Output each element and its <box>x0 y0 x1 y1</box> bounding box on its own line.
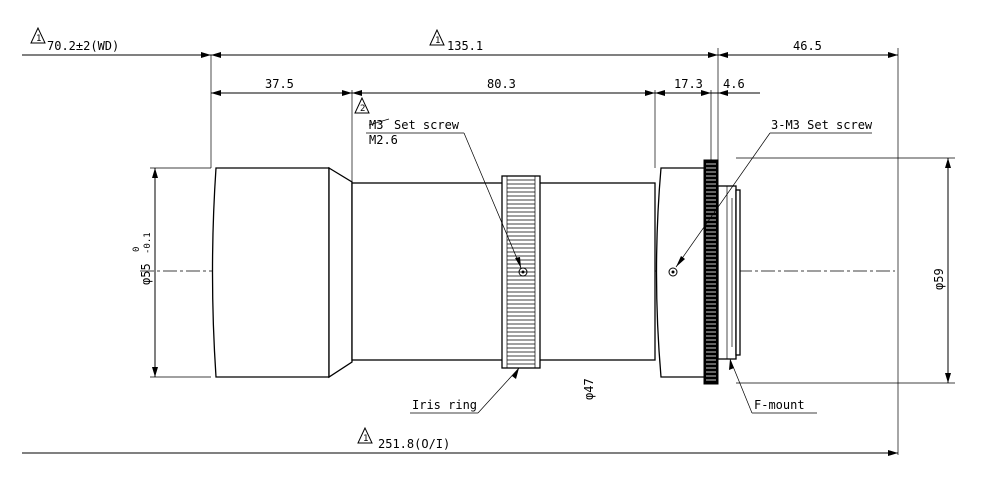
f-mount-flange <box>703 159 741 385</box>
dim-front-tolerance-lower: -0.1 <box>143 232 153 254</box>
dim-mount-diameter: φ59 <box>932 268 946 290</box>
iris-ring-label: Iris ring <box>412 398 477 412</box>
strike-line <box>368 118 390 126</box>
dim-front-tolerance-upper: 0 <box>132 247 142 252</box>
dim-mount-extension: 46.5 <box>793 39 822 53</box>
set-screw-marks <box>518 267 678 277</box>
dim-flange-length: 4.6 <box>723 77 745 91</box>
leader-lines <box>366 132 872 414</box>
set-screw-new-size: M2.6 <box>369 133 398 147</box>
dim-overall-body: 135.1 <box>447 39 483 53</box>
revision-triangle-1c: 1 <box>357 426 373 444</box>
iris-ring-graphic <box>501 175 541 369</box>
revision-triangle-1a: 1 <box>30 26 46 44</box>
dim-total-length: 251.8(O/I) <box>378 437 450 451</box>
f-mount-label: F-mount <box>754 398 805 412</box>
dim-mid-diameter: φ47 <box>582 378 596 400</box>
revision-number: 2 <box>360 104 365 114</box>
dim-rear-length: 17.3 <box>674 77 703 91</box>
lens-body <box>211 166 709 379</box>
set-screw-label: Set screw <box>394 118 460 132</box>
revision-number: 1 <box>36 34 41 44</box>
dim-front-length: 37.5 <box>265 77 294 91</box>
revision-number: 1 <box>363 434 368 444</box>
set-screw-3-label: 3-M3 Set screw <box>771 118 873 132</box>
dim-working-distance: 70.2±2(WD) <box>47 39 119 53</box>
revision-triangle-1b: 1 <box>429 28 445 46</box>
dim-mid-length: 80.3 <box>487 77 516 91</box>
revision-number: 1 <box>435 36 440 46</box>
set-screw-old-size: M3 <box>369 118 383 132</box>
revision-triangle-2: 2 <box>354 96 370 114</box>
dim-front-diameter: φ55 <box>139 263 153 285</box>
